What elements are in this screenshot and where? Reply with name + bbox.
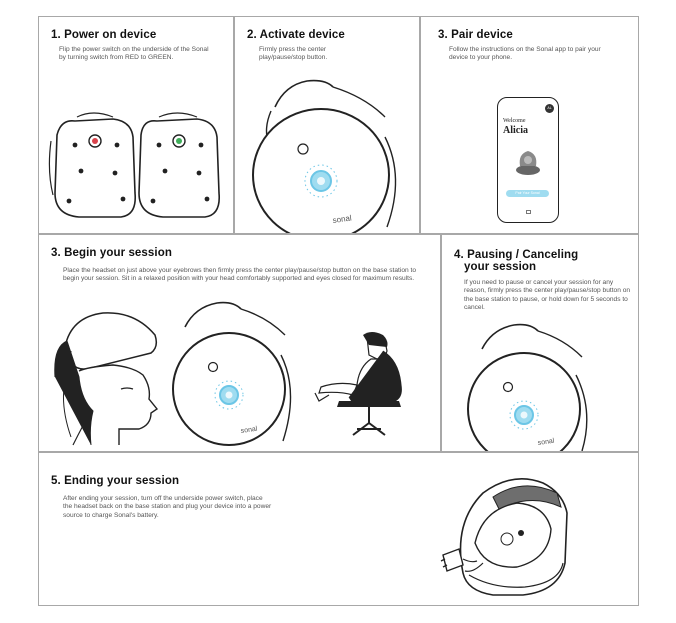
phone-mockup: AL Welcome Alicia Pair Your Sonal (497, 97, 559, 223)
avatar: AL (545, 104, 554, 113)
device-brand-logo: sonal (537, 438, 555, 447)
step-description: Place the headset on just above your eye… (63, 267, 416, 283)
device-thumbnail (514, 146, 542, 176)
play-pause-stop-button-icon (317, 177, 325, 185)
headset-on-head-illustration (47, 307, 165, 447)
home-nav-icon (526, 210, 531, 214)
play-pause-stop-button-icon (225, 391, 233, 399)
red-switch-icon (92, 138, 98, 144)
panel-power-on: 1. Power on device Flip the power switch… (38, 16, 234, 234)
step-title: 3. Pair device (438, 29, 513, 41)
device-underside-illustration (47, 111, 227, 227)
step-description: Flip the power switch on the underside o… (59, 46, 209, 62)
power-adapter-icon (442, 548, 464, 572)
panel-ending-session: 5. Ending your session After ending your… (38, 452, 639, 606)
charging-station-illustration (413, 463, 593, 603)
step-description: If you need to pause or cancel your sess… (464, 279, 631, 312)
step-title: 1. Power on device (51, 29, 157, 41)
user-name: Alicia (503, 125, 528, 136)
base-station-illustration: sonal (163, 301, 311, 451)
step-description: After ending your session, turn off the … (63, 495, 272, 519)
base-station-illustration: sonal (458, 321, 618, 451)
pair-button[interactable]: Pair Your Sonal (506, 190, 549, 197)
step-description: Follow the instructions on the Sonal app… (449, 46, 601, 62)
panel-pausing: 4. Pausing / Canceling your session If y… (441, 234, 639, 452)
welcome-text: Welcome (503, 118, 526, 124)
step-description: Firmly press the center play/pause/stop … (259, 46, 328, 62)
base-station-illustration: sonal (245, 77, 419, 233)
panel-activate: 2. Activate device Firmly press the cent… (234, 16, 420, 234)
step-title: 3. Begin your session (51, 247, 172, 259)
reclining-person-illustration (309, 331, 421, 441)
panel-begin-session: 3. Begin your session Place the headset … (38, 234, 441, 452)
play-pause-stop-button-icon (520, 411, 528, 419)
step-title-line2: your session (464, 261, 537, 273)
step-title: 2. Activate device (247, 29, 345, 41)
step-title: 5. Ending your session (51, 475, 180, 487)
device-brand-logo: sonal (332, 213, 352, 225)
step-title-line1: 4. Pausing / Canceling (454, 249, 579, 261)
panel-pair: 3. Pair device Follow the instructions o… (420, 16, 639, 234)
green-switch-icon (176, 138, 182, 144)
device-brand-logo: sonal (240, 426, 258, 435)
